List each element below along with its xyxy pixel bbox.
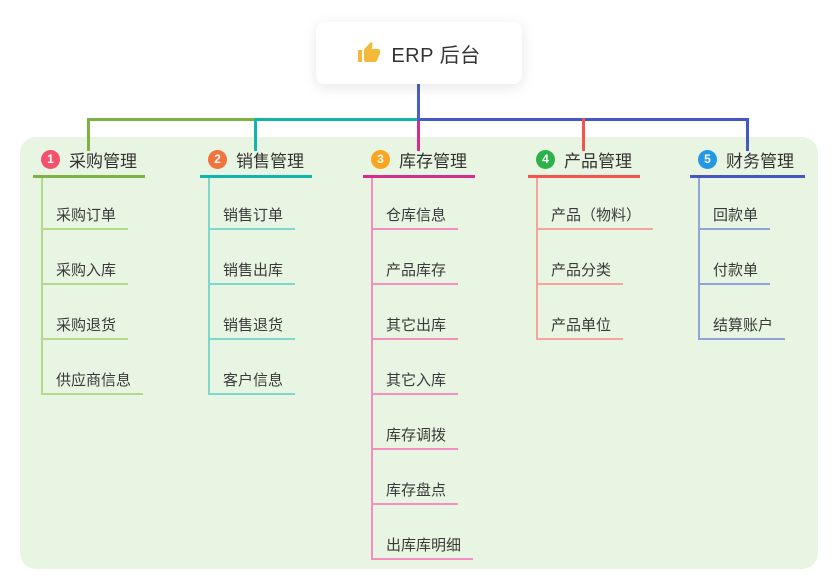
branch-label: 销售管理 xyxy=(236,152,304,171)
branch-2-header[interactable]: 2 销售管理 xyxy=(200,150,312,178)
branch-1: 1 采购管理采购订单采购入库采购退货供应商信息 xyxy=(33,150,145,395)
children-connector-line xyxy=(698,178,700,340)
children-connector-line xyxy=(536,178,538,340)
child-node[interactable]: 产品分类 xyxy=(536,259,624,285)
branch-3-header[interactable]: 3 库存管理 xyxy=(363,150,475,178)
child-node[interactable]: 出库库明细 xyxy=(371,534,474,560)
children-connector-line xyxy=(208,178,210,395)
child-node[interactable]: 客户信息 xyxy=(208,369,296,395)
root-node-title: ERP 后台 xyxy=(391,44,481,67)
child-node[interactable]: 采购入库 xyxy=(41,259,129,285)
branches-panel xyxy=(20,137,818,569)
branch-link-drop xyxy=(746,118,749,151)
branch-1-header[interactable]: 1 采购管理 xyxy=(33,150,145,178)
child-node[interactable]: 销售订单 xyxy=(208,204,296,230)
child-node[interactable]: 销售退货 xyxy=(208,314,296,340)
branch-label: 库存管理 xyxy=(399,152,467,171)
child-node[interactable]: 供应商信息 xyxy=(41,369,144,395)
branch-number-badge: 2 xyxy=(208,150,227,169)
children-connector-line xyxy=(371,178,373,560)
branch-5: 5 财务管理回款单付款单结算账户 xyxy=(690,150,805,340)
child-node[interactable]: 库存调拨 xyxy=(371,424,459,450)
root-node[interactable]: ERP 后台 xyxy=(316,22,522,84)
branch-link-drop xyxy=(87,118,90,151)
branch-label: 财务管理 xyxy=(726,152,794,171)
root-link-vertical xyxy=(417,84,420,121)
child-node[interactable]: 销售出库 xyxy=(208,259,296,285)
branch-label: 产品管理 xyxy=(564,152,632,171)
child-node[interactable]: 其它入库 xyxy=(371,369,459,395)
child-node[interactable]: 库存盘点 xyxy=(371,479,459,505)
child-node[interactable]: 产品（物料） xyxy=(536,204,654,230)
branch-label: 采购管理 xyxy=(69,152,137,171)
branch-2: 2 销售管理销售订单销售出库销售退货客户信息 xyxy=(200,150,312,395)
thumbs-up-icon xyxy=(357,41,381,65)
children-connector-line xyxy=(41,178,43,395)
branch-number-badge: 5 xyxy=(698,150,717,169)
branch-number-badge: 4 xyxy=(536,150,555,169)
branch-link-drop xyxy=(582,118,585,151)
branch-number-badge: 3 xyxy=(371,150,390,169)
branch-5-header[interactable]: 5 财务管理 xyxy=(690,150,805,178)
branch-number-badge: 1 xyxy=(41,150,60,169)
child-node[interactable]: 付款单 xyxy=(698,259,771,285)
branch-4: 4 产品管理产品（物料） 产品分类产品单位 xyxy=(528,150,654,340)
child-node[interactable]: 采购订单 xyxy=(41,204,129,230)
child-node[interactable]: 产品库存 xyxy=(371,259,459,285)
branch-link-drop xyxy=(254,118,257,151)
child-node[interactable]: 产品单位 xyxy=(536,314,624,340)
branch-3: 3 库存管理仓库信息产品库存其它出库其它入库库存调拨库存盘点出库库明细 xyxy=(363,150,475,560)
child-node[interactable]: 其它出库 xyxy=(371,314,459,340)
branch-4-header[interactable]: 4 产品管理 xyxy=(528,150,640,178)
child-node[interactable]: 结算账户 xyxy=(698,314,786,340)
child-node[interactable]: 采购退货 xyxy=(41,314,129,340)
branch-link-horizontal xyxy=(254,118,420,121)
branch-link-drop xyxy=(417,121,420,151)
child-node[interactable]: 仓库信息 xyxy=(371,204,459,230)
branch-link-horizontal xyxy=(87,118,420,121)
child-node[interactable]: 回款单 xyxy=(698,204,771,230)
